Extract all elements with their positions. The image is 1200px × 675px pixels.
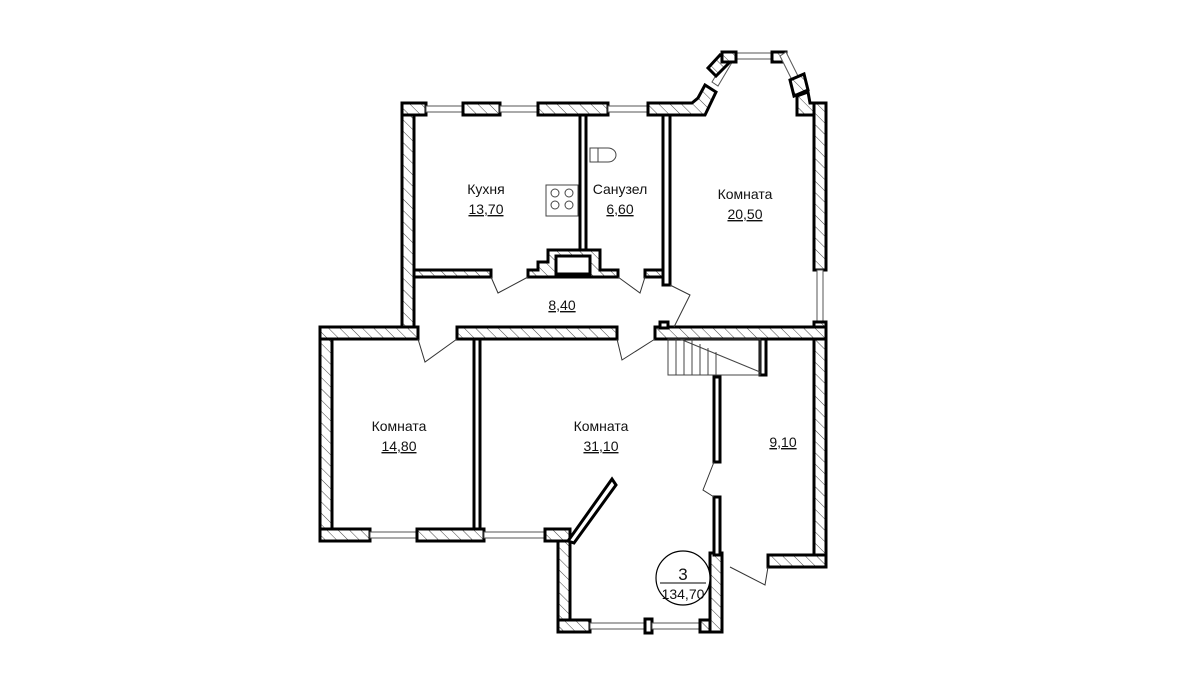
room-name: Комната bbox=[574, 418, 629, 434]
toilet-icon bbox=[589, 147, 617, 163]
room-area: 9,10 bbox=[769, 434, 796, 450]
room-area: 8,40 bbox=[548, 297, 575, 313]
room-name: Комната bbox=[718, 186, 773, 202]
stove-icon bbox=[545, 184, 579, 217]
room-area: 13,70 bbox=[468, 201, 503, 217]
room-area: 20,50 bbox=[727, 206, 762, 222]
room-name: Санузел bbox=[593, 181, 648, 197]
room-area: 31,10 bbox=[583, 438, 618, 454]
room-area: 14,80 bbox=[381, 438, 416, 454]
room-area: 6,60 bbox=[606, 201, 633, 217]
room-name: Кухня bbox=[467, 181, 504, 197]
room-labels: Кухня 13,70 Санузел 6,60 Комната 20,50 8… bbox=[372, 181, 797, 454]
room-name: Комната bbox=[372, 418, 427, 434]
stairs bbox=[667, 338, 761, 376]
doors bbox=[417, 276, 769, 586]
apartment-total-area: 134,70 bbox=[662, 586, 705, 602]
apartment-badge: 3 134,70 bbox=[655, 550, 711, 606]
walls bbox=[318, 50, 828, 635]
apartment-number: 3 bbox=[678, 565, 687, 584]
